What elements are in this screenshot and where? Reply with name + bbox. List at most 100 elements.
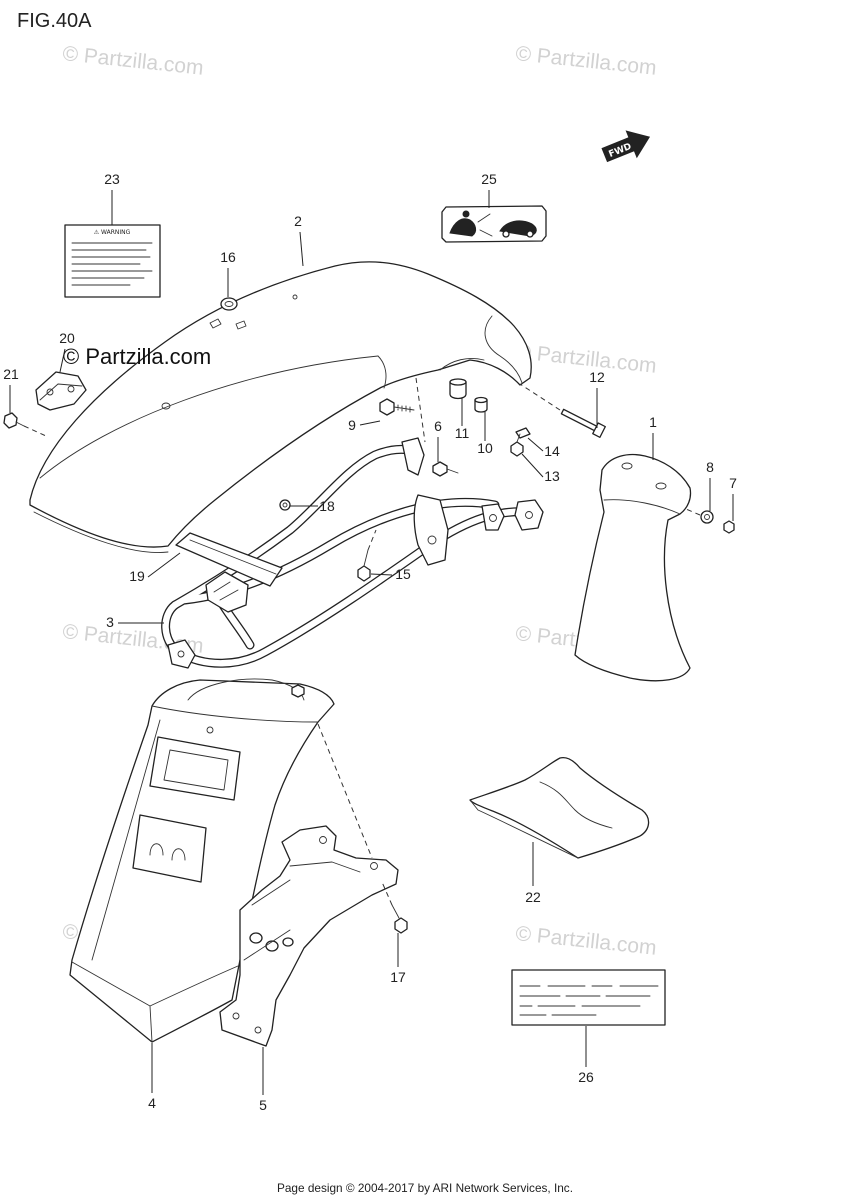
- callout-1: 1: [649, 414, 657, 430]
- mount-nut: [291, 684, 305, 698]
- label-outline: [511, 969, 666, 1026]
- callout-2: 2: [294, 213, 302, 229]
- forward-direction-arrow: FWD: [601, 130, 651, 163]
- part-14-clip: [515, 427, 531, 439]
- pictogram-rider-icon: [449, 218, 477, 237]
- mount-hole: [206, 726, 214, 734]
- part-26-label: [511, 969, 666, 1026]
- assembly-line: [23, 425, 47, 437]
- bracket-outline: [219, 825, 399, 1047]
- fender-tail-lip: [439, 358, 485, 371]
- arrow-icon: [601, 130, 651, 163]
- frame-rear-bracket: [514, 499, 544, 531]
- part-25-caution-label: [441, 205, 547, 243]
- leader-9: [359, 420, 381, 426]
- washer-outline: [700, 510, 714, 524]
- part-8-washer: [700, 510, 714, 524]
- pictogram-head-icon: [462, 210, 470, 218]
- callout-12: 12: [589, 369, 605, 385]
- bracket-hole: [525, 511, 533, 519]
- warning-label-heading: ⚠ WARNING: [94, 229, 131, 236]
- mudflap-fold: [603, 499, 681, 515]
- callout-15: 15: [395, 566, 411, 582]
- watermark-text: © Partzilla.com: [514, 340, 657, 378]
- callout-numbers: 23 25 2 16 20 21 12 1 9 6 11 10 14 13 8 …: [3, 171, 737, 1113]
- leader-15: [370, 573, 393, 576]
- bracket-fold: [39, 383, 83, 401]
- callout-25: 25: [481, 171, 497, 187]
- leader-lines: [9, 190, 734, 1095]
- top-rim: [151, 705, 319, 723]
- assembly-line: [415, 377, 426, 443]
- callout-18: 18: [319, 498, 335, 514]
- label-text-lines: [519, 985, 659, 1016]
- callout-16: 16: [220, 249, 236, 265]
- bracket-hole: [249, 932, 263, 944]
- assembly-line: [381, 881, 393, 906]
- page-footer: Page design © 2004-2017 by ARI Network S…: [277, 1181, 573, 1195]
- callout-19: 19: [129, 568, 145, 584]
- watermark-text: © Partzilla.com: [61, 42, 204, 80]
- bracket-hole: [232, 1012, 240, 1020]
- bolt-shaft: [446, 468, 459, 474]
- bolt-head: [432, 461, 448, 477]
- fender-slot: [209, 318, 222, 329]
- callout-22: 22: [525, 889, 541, 905]
- leader-13: [521, 453, 544, 478]
- part-16-grommet: [220, 297, 238, 311]
- cover-edge: [469, 799, 579, 859]
- leader-20: [59, 348, 66, 373]
- bottom-corner: [149, 1005, 153, 1043]
- part-2-rear-fender: [29, 261, 532, 553]
- bolt-head: [3, 412, 18, 429]
- bolt-shaft: [15, 421, 25, 427]
- assembly-line: [685, 508, 701, 516]
- part-19-plate: [175, 532, 283, 587]
- bolt-head: [357, 565, 371, 582]
- part-15-bolt: [357, 529, 377, 582]
- leader-2: [299, 231, 304, 267]
- part-5-bracket: [219, 825, 399, 1047]
- callout-5: 5: [259, 1097, 267, 1113]
- leader-19: [147, 552, 181, 578]
- part-18-nut: [279, 499, 291, 511]
- watermark-text-dark: © Partzilla.com: [63, 344, 211, 369]
- license-light-icon: [149, 843, 186, 861]
- figure-title: FIG.40A: [17, 10, 92, 32]
- fender-mount-hole: [292, 294, 298, 300]
- frame-side-bracket: [481, 503, 505, 531]
- callout-3: 3: [106, 614, 114, 630]
- pictogram-wheel-icon: [526, 230, 534, 238]
- bracket-hole: [489, 514, 497, 522]
- part-20-bracket: [35, 371, 87, 411]
- label-text-lines: [71, 242, 153, 286]
- callout-17: 17: [390, 969, 406, 985]
- plate-edge: [189, 539, 277, 575]
- callout-13: 13: [544, 468, 560, 484]
- part-13-bolt: [510, 433, 524, 457]
- plate-outline: [175, 532, 283, 587]
- reflector-inner: [163, 749, 229, 791]
- front-face-edge: [91, 719, 161, 961]
- callout-26: 26: [578, 1069, 594, 1085]
- bolt-head: [379, 398, 395, 416]
- bracket-outline: [35, 371, 87, 411]
- pictogram-wheel-icon: [502, 230, 510, 238]
- frame-front-tab: [167, 639, 196, 669]
- bolt-shaft: [560, 408, 599, 432]
- assembly-line: [519, 383, 561, 411]
- part-10-collar: [474, 396, 488, 413]
- bracket-hole: [67, 385, 75, 393]
- callout-4: 4: [148, 1095, 156, 1111]
- mudflap-hole: [655, 482, 667, 490]
- callout-8: 8: [706, 459, 714, 475]
- bolt-shaft: [363, 549, 369, 567]
- plate-hole: [427, 535, 437, 545]
- bolt-head: [592, 422, 606, 438]
- bracket-rib: [243, 929, 291, 961]
- part-9-bolt: [379, 377, 426, 443]
- watermark-text: © Partzilla.com: [514, 922, 657, 960]
- bracket-hole: [282, 937, 294, 947]
